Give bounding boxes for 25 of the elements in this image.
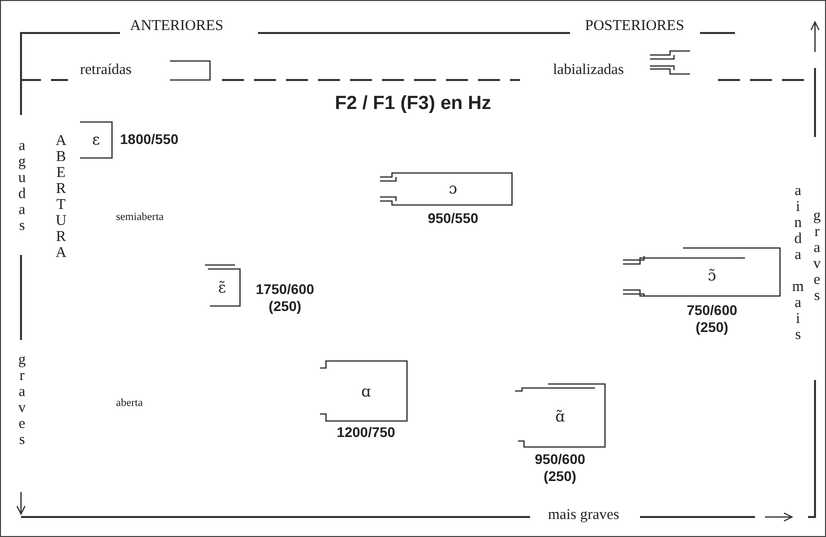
axis-label: ABERTURA xyxy=(53,133,68,261)
vowel-symbol: ɔ xyxy=(448,182,458,196)
category-label: labializadas xyxy=(553,63,624,78)
formant-value: 950/550 xyxy=(426,210,480,227)
axis-label: ainda mais xyxy=(790,183,805,343)
vowel-symbol: ɑ xyxy=(361,384,371,400)
category-label: aberta xyxy=(116,398,143,409)
formant-value: 1200/750 xyxy=(336,424,396,441)
vowel-symbol: ɔ̃ xyxy=(708,268,716,284)
axis-label: agudas xyxy=(14,138,29,234)
formant-value: 750/600 (250) xyxy=(686,302,738,336)
vowel-symbol: ε xyxy=(92,132,100,148)
category-label: retraídas xyxy=(80,63,132,78)
vowel-symbol: ɛ̃ xyxy=(218,280,226,296)
axis-label: ANTERIORES xyxy=(130,19,224,34)
category-label: semiaberta xyxy=(116,212,164,223)
vowel-symbol: ɑ̃ xyxy=(555,410,565,424)
formant-value: 1750/600 (250) xyxy=(254,281,316,315)
axis-label: graves xyxy=(14,352,29,448)
axis-label: POSTERIORES xyxy=(585,19,684,34)
axis-label: graves xyxy=(809,208,824,304)
axis-label: mais graves xyxy=(548,508,620,523)
formant-value: 950/600 (250) xyxy=(534,451,586,485)
formant-value: 1800/550 xyxy=(120,131,180,148)
chart-title: F2 / F1 (F3) en Hz xyxy=(334,93,492,115)
